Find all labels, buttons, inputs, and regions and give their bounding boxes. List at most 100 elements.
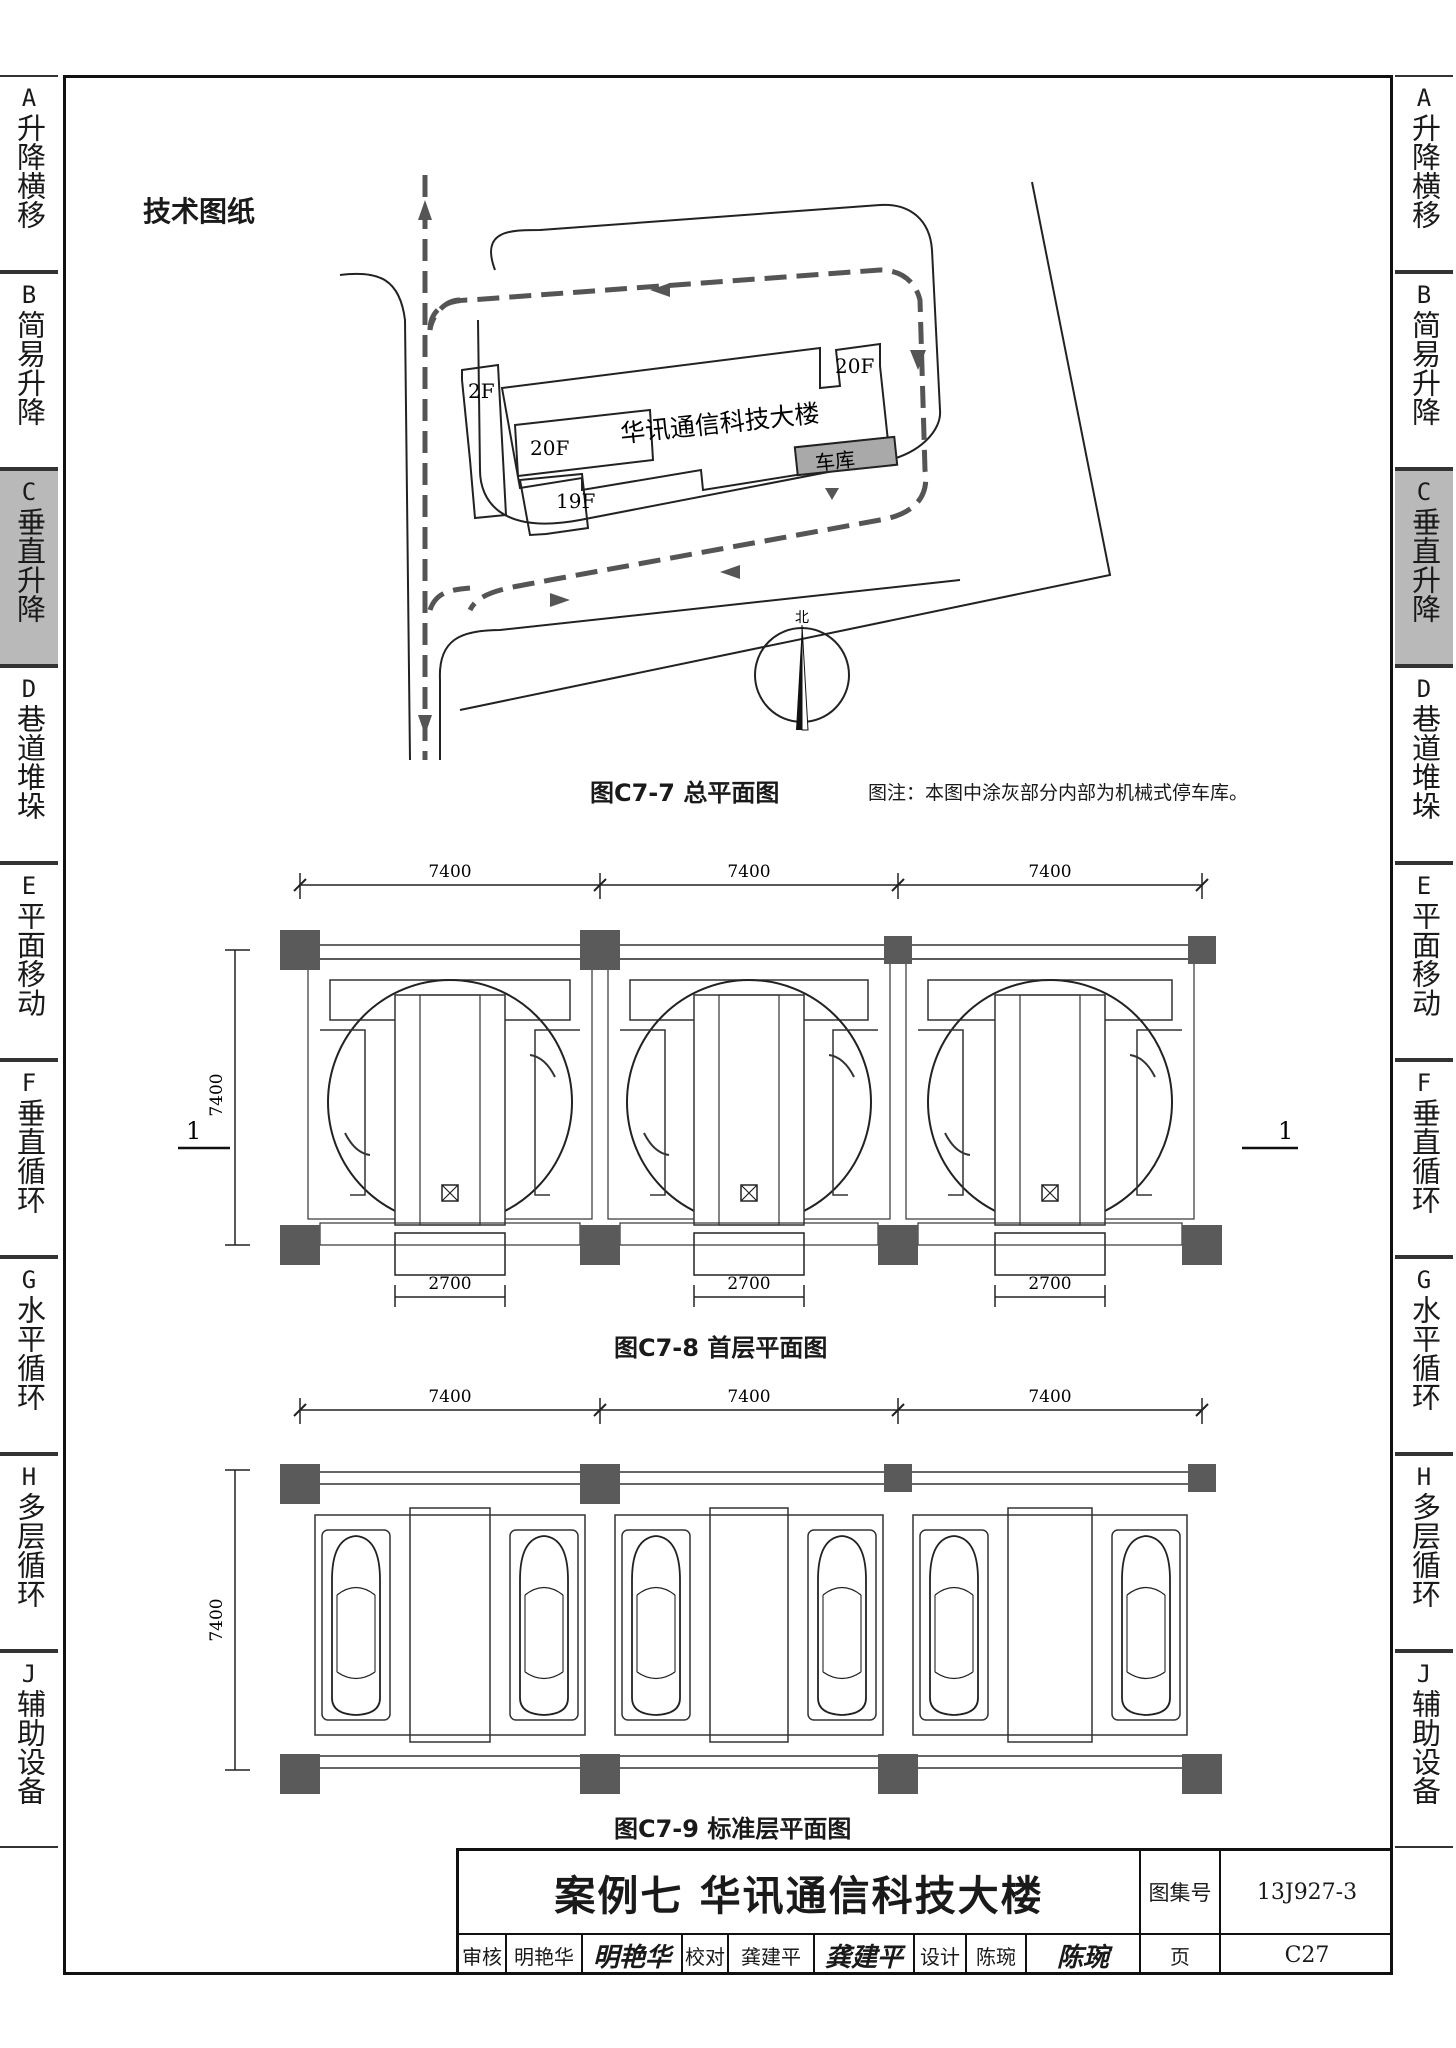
ground-right-wall bbox=[832, 1029, 878, 1196]
check-label: 校对 bbox=[681, 1935, 727, 1975]
ground-car-lift bbox=[394, 994, 506, 1226]
floor-label-20f-east: 20F bbox=[835, 354, 874, 378]
tab-name: 巷道堆垛 bbox=[12, 704, 47, 820]
tab-letter: G bbox=[21, 1266, 37, 1294]
tab-name: 简易升降 bbox=[1407, 310, 1442, 426]
parking-pallet bbox=[621, 1529, 691, 1721]
checker-name: 龚建平 bbox=[727, 1935, 813, 1975]
standard-plan-caption: 图C7-9 标准层平面图 bbox=[614, 1815, 852, 1843]
car-icon bbox=[519, 1535, 569, 1716]
standard-dimension-slash bbox=[891, 1403, 905, 1417]
building-name: 华讯通信科技大楼 bbox=[619, 399, 821, 449]
parking-pallet bbox=[919, 1529, 989, 1721]
structural-column bbox=[580, 930, 620, 970]
tab-name: 水平循环 bbox=[12, 1295, 47, 1411]
structural-column bbox=[1188, 1464, 1216, 1492]
structural-column bbox=[580, 1225, 620, 1265]
parking-pallet bbox=[1111, 1529, 1181, 1721]
drawing-title: 案例七 华讯通信科技大楼 bbox=[554, 1872, 1044, 1920]
lift-control-cross bbox=[740, 1184, 758, 1202]
ground-side-dimension-label: 7400 bbox=[207, 1073, 227, 1116]
structural-column bbox=[1188, 936, 1216, 964]
ground-dimension-slash bbox=[891, 878, 905, 892]
rotation-arrow-icon bbox=[1129, 1054, 1156, 1078]
ground-left-wall bbox=[620, 1029, 666, 1196]
reviewer-signature: 明艳华 bbox=[581, 1935, 681, 1975]
ground-dimension-label: 7400 bbox=[727, 862, 770, 882]
tab-letter: F bbox=[1416, 1069, 1432, 1097]
ground-front-wall bbox=[319, 1222, 581, 1246]
structural-column bbox=[280, 1754, 320, 1794]
rotation-arrow-icon bbox=[344, 1132, 371, 1156]
ground-dimension-slash bbox=[1195, 878, 1209, 892]
tab-name: 简易升降 bbox=[12, 310, 47, 426]
lift-control-icon bbox=[441, 1184, 459, 1202]
tab-letter: H bbox=[1416, 1463, 1432, 1491]
tab-name: 多层循环 bbox=[12, 1492, 47, 1608]
structural-column bbox=[280, 1464, 320, 1504]
structural-column bbox=[280, 930, 320, 970]
tab-name: 巷道堆垛 bbox=[1407, 704, 1442, 820]
parking-pallet bbox=[509, 1529, 579, 1721]
car-icon bbox=[1121, 1535, 1171, 1716]
lift-control-icon bbox=[740, 1184, 758, 1202]
tab-letter: E bbox=[21, 872, 37, 900]
atlas-number: 13J927-3 bbox=[1219, 1851, 1393, 1933]
ground-entrance bbox=[394, 1232, 506, 1276]
tab-letter: F bbox=[21, 1069, 37, 1097]
ground-dimension-slash bbox=[293, 878, 307, 892]
structural-column bbox=[580, 1464, 620, 1504]
tab-name: 垂直循环 bbox=[1407, 1098, 1442, 1214]
standard-side-dimension-label: 7400 bbox=[207, 1598, 227, 1641]
structural-column bbox=[280, 1225, 320, 1265]
ground-lift-rail bbox=[718, 994, 780, 1226]
ground-right-wall bbox=[534, 1029, 580, 1196]
section-mark-right: 1 bbox=[1278, 1117, 1293, 1145]
ground-lift-rail bbox=[419, 994, 481, 1226]
rotation-arrow-icon bbox=[529, 1054, 556, 1078]
tab-name: 多层循环 bbox=[1407, 1492, 1442, 1608]
tab-name: 垂直升降 bbox=[1407, 507, 1442, 623]
standard-lift-well bbox=[409, 1507, 491, 1743]
ground-car-lift bbox=[994, 994, 1106, 1226]
standard-bay-frame bbox=[314, 1514, 586, 1736]
tab-name: 垂直升降 bbox=[12, 507, 47, 623]
north-arrow-icon bbox=[796, 625, 802, 730]
ground-dimension-slash bbox=[593, 878, 607, 892]
floor-label-2f: 2F bbox=[468, 379, 495, 403]
ground-right-wall bbox=[1136, 1029, 1182, 1196]
section-mark-left: 1 bbox=[186, 1117, 201, 1145]
ground-entrance bbox=[693, 1232, 805, 1276]
tab-name: 升降横移 bbox=[1407, 113, 1442, 229]
standard-dimension-slash bbox=[593, 1403, 607, 1417]
structural-column bbox=[1182, 1754, 1222, 1794]
structural-column bbox=[878, 1225, 918, 1265]
tab-letter: C bbox=[1416, 478, 1432, 506]
ground-lift-rail bbox=[1019, 994, 1081, 1226]
page-label: 页 bbox=[1139, 1935, 1219, 1975]
tab-letter: G bbox=[1416, 1266, 1432, 1294]
tab-name: 平面移动 bbox=[1407, 901, 1442, 1017]
checker-signature: 龚建平 bbox=[813, 1935, 913, 1975]
